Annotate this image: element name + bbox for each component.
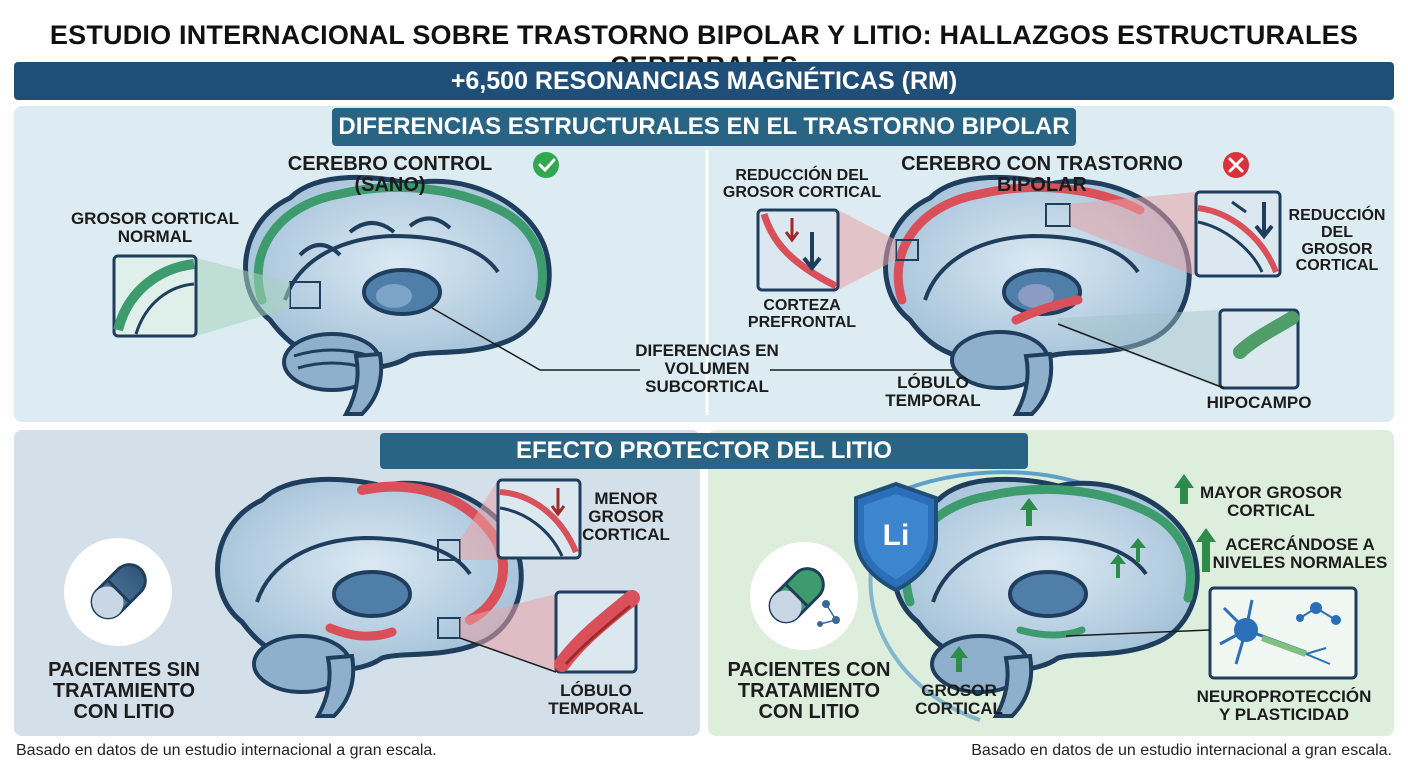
normal-cortex-label: GROSOR CORTICAL NORMAL (70, 209, 240, 246)
temporal-label-bottom: LÓBULO TEMPORAL (548, 681, 644, 718)
temporal-zoom (554, 590, 640, 674)
hippocampus-label: HIPOCAMPO (1206, 393, 1312, 412)
cortex-up-arrow (950, 646, 968, 672)
neuroprotection-label: NEUROPROTECCIÓN Y PLASTICIDAD (1196, 687, 1372, 724)
treated-patients-label: PACIENTES CON TRATAMIENTO CON LITIO (727, 659, 891, 723)
normalizing-label: ACERCÁNDOSE A NIVELES NORMALES (1212, 535, 1388, 572)
untreated-pill-icon (64, 538, 172, 646)
structural-differences-heading: DIFERENCIAS ESTRUCTURALES EN EL TRASTORN… (332, 108, 1076, 146)
untreated-brain (215, 476, 524, 718)
cortex-reduction-zoom (1194, 190, 1282, 278)
less-cortex-zoom (496, 478, 582, 560)
lithium-shield-icon (854, 481, 938, 593)
lithium-shield-text: Li (882, 519, 910, 552)
treated-brain (891, 476, 1200, 718)
control-brain-title: CEREBRO CONTROL (SANO) (287, 153, 493, 196)
treated-pill-icon (750, 542, 858, 650)
normalizing-arrow (1196, 528, 1216, 572)
footer-note-right: Basado en datos de un estudio internacio… (971, 742, 1392, 759)
mri-count-banner: +6,500 RESONANCIAS MAGNÉTICAS (RM) (14, 62, 1394, 100)
healthy-brain (243, 174, 552, 416)
prefrontal-label: CORTEZA PREFRONTAL (747, 297, 857, 331)
neuron-zoom (1208, 586, 1358, 680)
prefrontal-zoom (756, 208, 840, 292)
footer-note-left: Basado en datos de un estudio internacio… (16, 742, 437, 759)
normal-cortex-zoom (112, 254, 198, 338)
reduction-left-label: REDUCCIÓN DEL GROSOR CORTICAL (722, 167, 882, 201)
more-cortex-arrow (1174, 474, 1194, 504)
check-icon (533, 152, 559, 178)
untreated-patients-label: PACIENTES SIN TRATAMIENTO CON LITIO (48, 659, 200, 723)
cortex-thickness-label: GROSOR CORTICAL (915, 681, 1003, 718)
more-cortex-label: MAYOR GROSOR CORTICAL (1199, 483, 1342, 520)
less-cortex-label: MENOR GROSOR CORTICAL (582, 489, 670, 544)
hippocampus-zoom (1218, 308, 1300, 390)
reduction-right-label: REDUCCIÓN DEL GROSOR CORTICAL (1288, 207, 1386, 275)
bipolar-brain-title: CEREBRO CON TRASTORNO BIPOLAR (901, 153, 1183, 196)
temporal-label-top: LÓBULO TEMPORAL (885, 373, 981, 410)
growth-arrows (1020, 498, 1146, 578)
subcortical-label: DIFERENCIAS EN VOLUMEN SUBCORTICAL (635, 341, 779, 396)
lithium-effect-heading: EFECTO PROTECTOR DEL LITIO (380, 433, 1028, 469)
